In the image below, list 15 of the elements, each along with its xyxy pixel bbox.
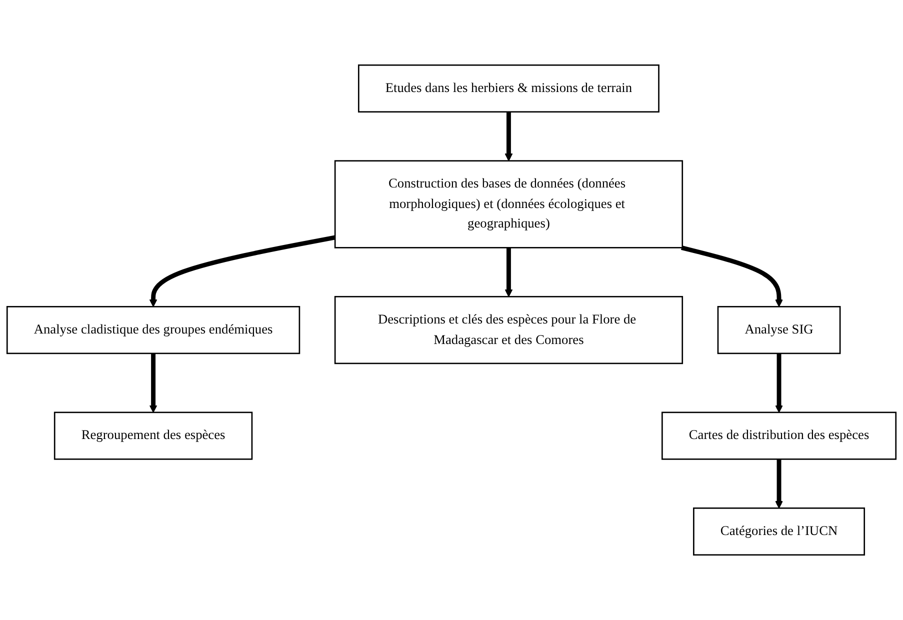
arrow — [504, 112, 513, 162]
node-box: Catégories de l’IUCN — [693, 507, 866, 556]
node-box: Construction des bases de données (données morphologiques) et (données écologiques et geographiques) — [334, 160, 684, 248]
arrow — [775, 459, 783, 508]
node-box: Analyse cladistique des groupes endémiques — [6, 306, 300, 354]
node-box: Descriptions et clés des espèces pour la Flore de Madagascar et des Comores — [334, 296, 684, 364]
arrow — [149, 353, 158, 413]
arrow — [504, 248, 513, 297]
node-box: Etudes dans les herbiers & missions de terrain — [358, 64, 660, 113]
node-box: Analyse SIG — [717, 306, 841, 354]
node-box: Cartes de distribution des espèces — [662, 412, 897, 460]
node-box: Regroupement des espèces — [54, 412, 253, 460]
arrow — [149, 235, 336, 308]
arrow — [775, 353, 783, 413]
arrow — [681, 246, 783, 308]
